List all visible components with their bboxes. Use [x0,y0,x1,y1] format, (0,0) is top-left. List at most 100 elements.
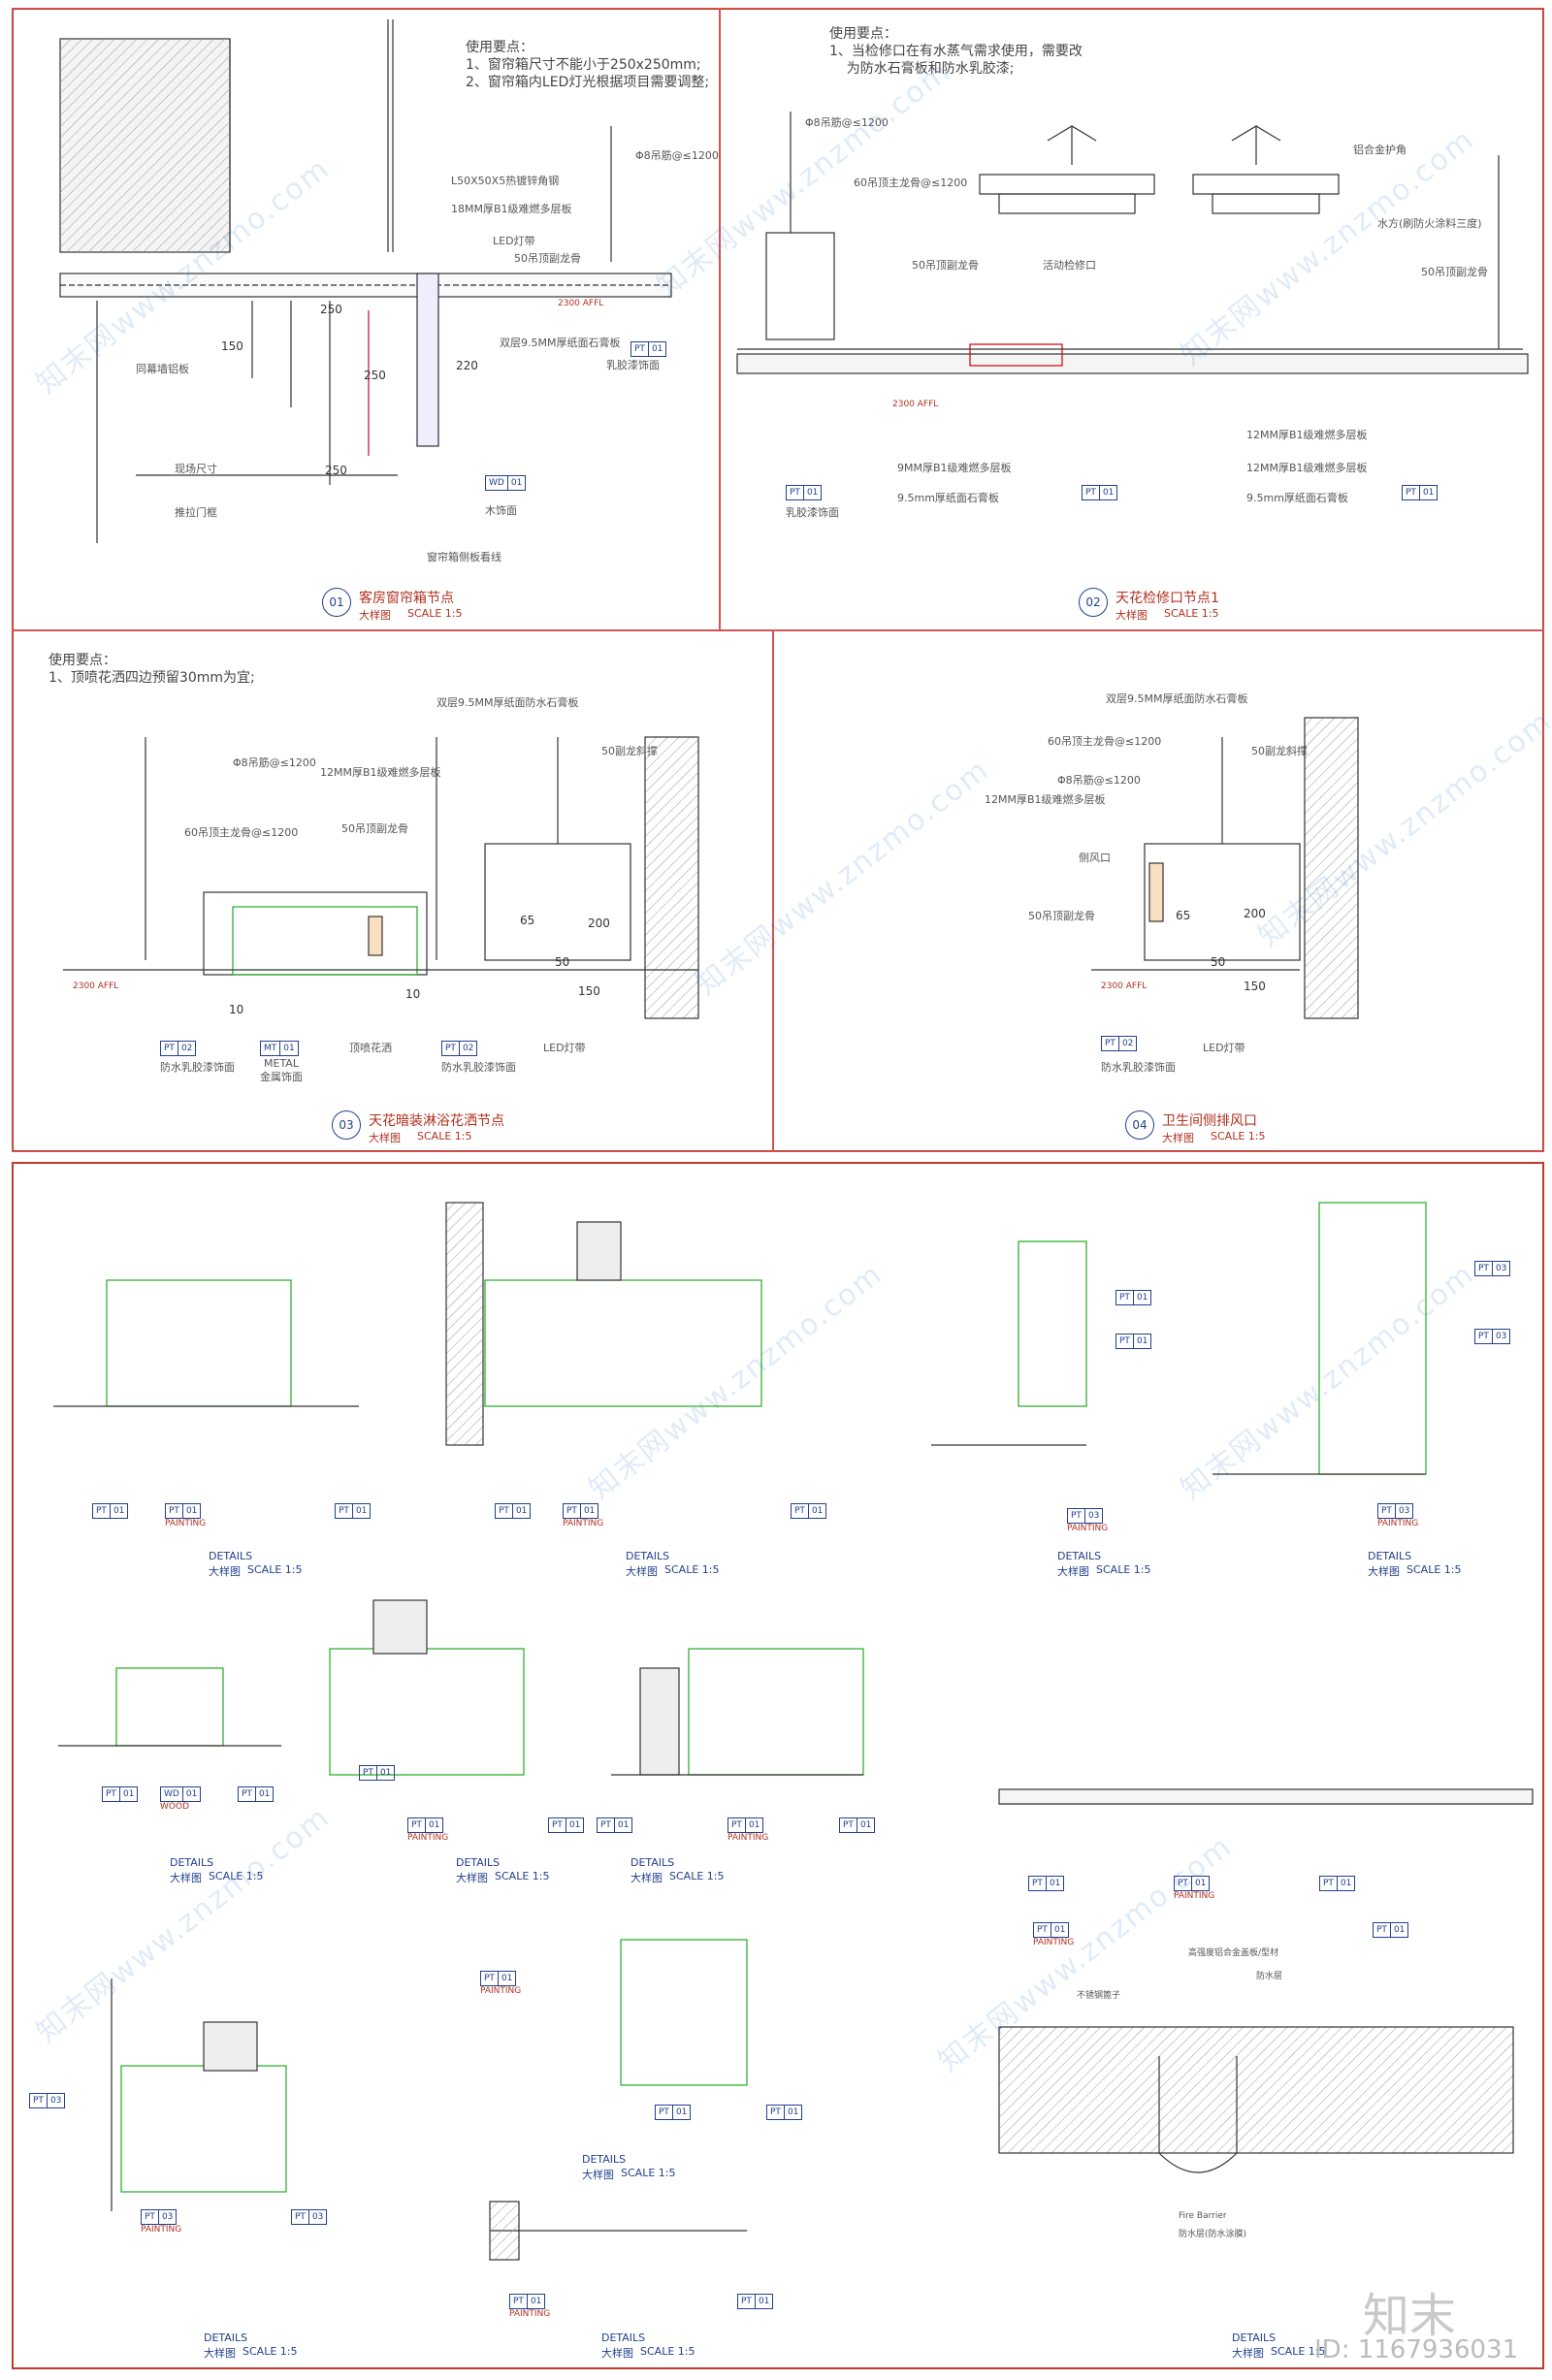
dimension: 200 [1244,907,1266,920]
details-caption: DETAILS [209,1550,253,1562]
callout-label: 活动检修口 [1043,259,1096,272]
details-caption: 大样图 [1232,2347,1264,2360]
callout-label: Φ8吊筋@≤1200 [233,756,316,769]
detail-subtitle: 大样图 [1116,609,1148,622]
elevation-mark: 2300 AFFL [1101,981,1148,991]
details-caption: 大样图 [1368,1565,1400,1578]
details-caption: DETAILS [204,2332,248,2344]
dimension: 150 [221,339,243,353]
usage-notes-heading: 使用要点： [466,40,534,55]
callout-label: METAL [264,1057,299,1070]
callout-label: LED灯带 [1203,1042,1245,1054]
callout-label: 不锈钢篦子 [1077,1991,1121,2001]
details-caption: SCALE 1:5 [209,1870,264,1882]
callout-label: 铝合金护角 [1353,144,1406,156]
dimension: 220 [456,359,478,372]
details-caption: 大样图 [601,2347,633,2360]
detail-scale: SCALE 1:5 [1211,1130,1266,1142]
tag-label: PAINTING [165,1519,207,1528]
elevation-mark: 2300 AFFL [892,400,939,409]
callout-label: 50吊顶副龙骨 [341,822,408,835]
tag-label: PAINTING [728,1833,769,1843]
detail-number-bubble: 04 [1125,1110,1154,1140]
detail-title: 客房窗帘箱节点 [359,591,454,606]
callout-label: 60吊顶主龙骨@≤1200 [184,826,299,839]
details-caption: DETAILS [1057,1550,1102,1562]
callout-label: 9MM厚B1级难燃多层板 [897,462,1012,474]
usage-note: 1、顶喷花洒四边预留30mm为宜; [48,670,255,686]
usage-note: 1、当检修口在有水蒸气需求使用，需要改 [829,44,1083,59]
details-caption: SCALE 1:5 [621,2167,676,2179]
callout-label: 侧风口 [1079,852,1111,864]
callout-label: 顶喷花洒 [349,1042,392,1054]
detail-subtitle: 大样图 [1162,1132,1194,1144]
callout-label: Φ8吊筋@≤1200 [1057,774,1141,787]
tag-label: PAINTING [1067,1524,1109,1533]
details-caption: SCALE 1:5 [1406,1563,1462,1576]
details-caption: SCALE 1:5 [1096,1563,1151,1576]
callout-label: 12MM厚B1级难燃多层板 [320,766,441,779]
callout-label: Φ8吊筋@≤1200 [635,149,719,162]
callout-label: 窗帘箱侧板看线 [427,551,501,563]
callout-label: 50吊顶副龙骨 [514,252,581,265]
callout-label: 防水乳胶漆饰面 [1101,1061,1176,1074]
detail-title: 卫生间侧排风口 [1162,1113,1257,1129]
callout-label: 12MM厚B1级难燃多层板 [1246,462,1368,474]
callout-label: 60吊顶主龙骨@≤1200 [1048,735,1162,748]
details-caption: SCALE 1:5 [640,2345,695,2358]
tag-label: PAINTING [480,1986,522,1996]
usage-note: 2、窗帘箱内LED灯光根据项目需要调整; [466,75,710,90]
detail-scale: SCALE 1:5 [1164,607,1219,620]
callout-label: Fire Barrier [1179,2211,1227,2221]
detail-title: 天花暗装淋浴花洒节点 [369,1113,504,1129]
callout-label: 高强度铝合金盖板/型材 [1188,1948,1279,1958]
callout-label: Φ8吊筋@≤1200 [805,116,889,129]
details-caption: SCALE 1:5 [669,1870,725,1882]
details-caption: 大样图 [456,1872,488,1884]
callout-label: 水方(刷防火涂料三度) [1377,217,1482,230]
details-caption: 大样图 [204,2347,236,2360]
usage-notes-heading: 使用要点： [48,653,116,668]
tag-label: PAINTING [1377,1519,1419,1528]
callout-label: LED灯带 [543,1042,586,1054]
details-caption: SCALE 1:5 [664,1563,720,1576]
tag-label: PAINTING [141,2225,182,2235]
callout-label: L50X50X5热镀锌角钢 [451,175,560,187]
dimension: 50 [555,955,570,969]
callout-label: 防水乳胶漆饰面 [441,1061,516,1074]
site-logo: 知末 [1363,2289,1457,2343]
callout-label: 18MM厚B1级难燃多层板 [451,203,572,215]
dimension: 250 [320,303,342,316]
dimension: 65 [520,914,535,927]
details-caption: SCALE 1:5 [242,2345,298,2358]
callout-label: 9.5mm厚纸面石膏板 [1246,492,1348,504]
callout-label: 50副龙斜撑 [601,745,658,757]
tag-label: PAINTING [509,2309,551,2319]
panel-shower-ceiling-detail [12,630,773,1152]
usage-note: 为防水石膏板和防水乳胶漆; [829,61,1015,77]
callout-label: 现场尺寸 [175,463,217,475]
details-caption: DETAILS [630,1856,675,1869]
tag-label: PAINTING [1174,1891,1215,1901]
detail-title: 天花检修口节点1 [1116,591,1219,606]
details-caption: 大样图 [170,1872,202,1884]
callout-label: 木饰面 [485,504,517,517]
callout-label: 9.5mm厚纸面石膏板 [897,492,999,504]
details-caption: 大样图 [582,2169,614,2181]
